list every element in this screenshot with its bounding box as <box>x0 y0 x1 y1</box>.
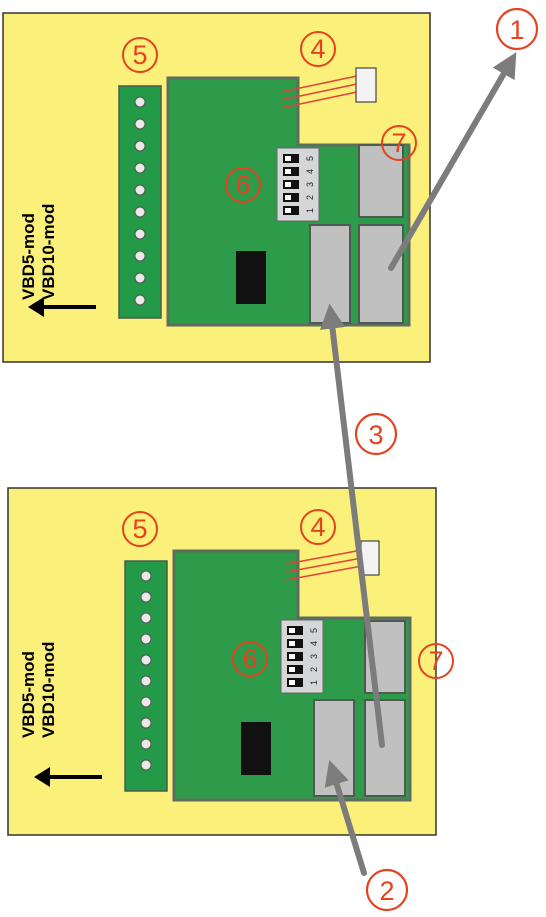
top-callout-dip: 6 <box>225 167 261 203</box>
bottom-callout-dip: 6 <box>232 641 268 677</box>
top-dip-number: 2 <box>305 195 315 200</box>
svg-text:4: 4 <box>310 34 325 64</box>
top-terminal-screws <box>134 96 146 306</box>
bottom-dip-number: 4 <box>309 641 319 646</box>
bottom-dip-number: 5 <box>309 628 319 633</box>
bottom-dip-number: 3 <box>309 654 319 659</box>
bottom-callout-relay: 7 <box>418 643 454 679</box>
bottom-dip-number: 2 <box>309 667 319 672</box>
top-connector-plug <box>355 67 377 103</box>
bottom-label-vbd5: VBD5-mod <box>19 651 38 738</box>
flow-arrow-icon <box>388 52 517 271</box>
bottom-board-label: VBD5-mod VBD10-mod <box>19 642 58 738</box>
top-relay-small <box>358 144 404 218</box>
bottom-callout-connector: 4 <box>300 509 336 545</box>
bottom-label-vbd10: VBD10-mod <box>39 642 58 738</box>
top-dip-number: 3 <box>305 182 315 187</box>
top-relay-right <box>358 224 404 324</box>
left-arrow-icon <box>34 767 102 787</box>
top-wires <box>280 75 358 109</box>
top-callout-relay: 7 <box>381 125 417 161</box>
bottom-ic-chip <box>241 722 271 775</box>
callout-link: 3 <box>354 412 398 456</box>
bottom-relay-right <box>364 699 406 797</box>
bottom-terminal-screws <box>140 570 152 771</box>
bottom-callout-terminal: 5 <box>122 511 158 547</box>
bottom-dip-number: 1 <box>309 680 319 685</box>
svg-text:3: 3 <box>368 420 383 450</box>
svg-text:7: 7 <box>428 646 443 676</box>
bottom-unit: VBD5-mod VBD10-mod <box>7 487 454 836</box>
top-dip-number: 4 <box>305 169 315 174</box>
svg-text:6: 6 <box>242 644 257 674</box>
top-unit: VBD5-mod VBD10-mod <box>2 12 431 363</box>
callout-output: 1 <box>495 7 539 51</box>
top-dip-number: 5 <box>305 156 315 161</box>
svg-text:7: 7 <box>391 128 406 158</box>
top-callout-terminal: 5 <box>122 37 158 73</box>
top-ic-chip <box>236 251 266 304</box>
top-dip-switch: 1 2 3 4 5 <box>276 147 320 222</box>
svg-text:4: 4 <box>310 512 325 542</box>
top-board-label: VBD5-mod VBD10-mod <box>19 204 58 300</box>
top-relay-left <box>309 224 351 324</box>
top-label-vbd5: VBD5-mod <box>19 213 38 300</box>
bottom-dip-switch: 1 2 3 4 5 <box>280 619 324 694</box>
flow-arrow-icon <box>324 759 367 876</box>
svg-text:6: 6 <box>235 170 250 200</box>
top-dip-number: 1 <box>305 208 315 213</box>
svg-text:1: 1 <box>509 15 524 45</box>
top-callout-connector: 4 <box>300 31 336 67</box>
bottom-wires <box>285 549 363 581</box>
svg-text:2: 2 <box>379 876 394 906</box>
flow-arrow-icon <box>319 303 385 748</box>
svg-text:5: 5 <box>132 40 147 70</box>
flow-arrows <box>319 52 517 876</box>
svg-text:5: 5 <box>132 514 147 544</box>
top-label-vbd10: VBD10-mod <box>39 204 58 300</box>
left-arrow-icon <box>28 297 96 317</box>
callout-input: 2 <box>365 868 409 912</box>
